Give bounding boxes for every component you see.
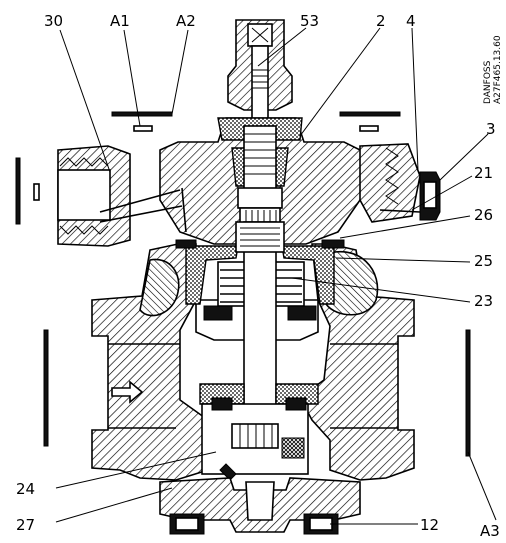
left-connection-30 xyxy=(57,145,187,247)
label-30: 30 xyxy=(44,12,63,30)
label-3: 3 xyxy=(486,120,496,138)
label-25: 25 xyxy=(474,252,493,270)
label-A1: A1 xyxy=(110,12,130,30)
bottom-cover xyxy=(159,477,361,535)
label-12: 12 xyxy=(420,516,439,534)
label-2: 2 xyxy=(376,12,386,30)
label-23: 23 xyxy=(474,292,493,310)
leader-lines xyxy=(55,27,497,525)
label-A2: A2 xyxy=(176,12,196,30)
label-53: 53 xyxy=(300,12,319,30)
spindle-cap xyxy=(227,19,293,127)
drawing-ref-line1: DANFOSS xyxy=(483,60,493,104)
label-A3: A3 xyxy=(480,522,500,540)
drawing-reference: DANFOSS A27F465.13.60 xyxy=(483,35,503,104)
right-connection-3 xyxy=(359,143,441,223)
gaskets xyxy=(15,111,471,457)
label-21: 21 xyxy=(474,164,493,182)
label-24: 24 xyxy=(16,480,35,498)
label-26: 26 xyxy=(474,206,493,224)
label-27: 27 xyxy=(16,516,35,534)
label-4: 4 xyxy=(406,12,416,30)
lower-piston-24 xyxy=(199,383,319,481)
drawing-ref-line2: A27F465.13.60 xyxy=(493,35,503,104)
seat-assembly xyxy=(175,221,345,429)
